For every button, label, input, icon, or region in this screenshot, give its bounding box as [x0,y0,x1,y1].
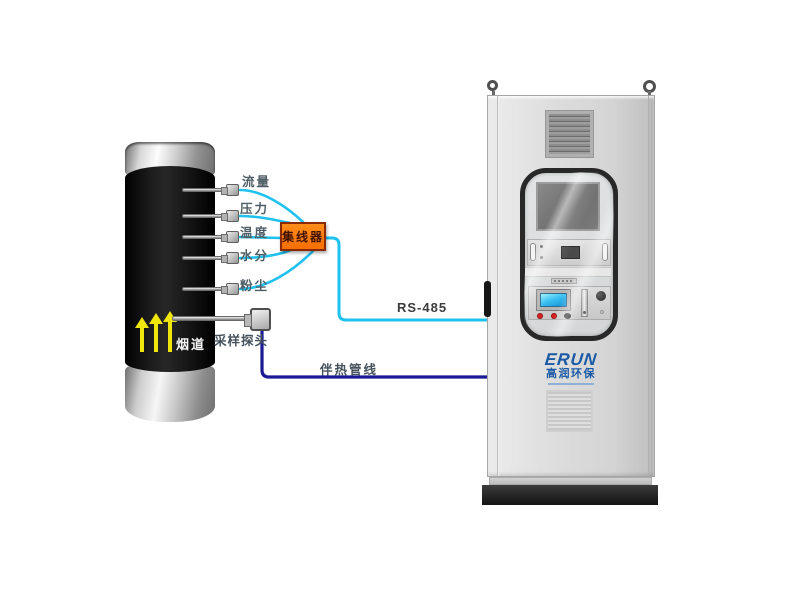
cabinet-door-seam [497,96,498,476]
rack-unit [527,239,611,266]
sampling-probe-rod [172,316,252,321]
sensor-rod [182,188,226,192]
rack-screw-icon [540,245,543,248]
sensor-connector-icon [221,231,239,243]
unit-label-strip [551,278,577,284]
sensor-dust [182,282,240,296]
instrument-panel [528,286,611,320]
rs485-label: RS-485 [397,300,448,315]
sensor-label-flow: 流量 [242,175,272,189]
cabinet-viewing-window [520,168,618,341]
duct-label: 烟道 [176,337,207,352]
sampling-probe-head [244,308,271,331]
control-knob-icon [596,291,606,301]
rack-display [561,246,580,259]
cabinet-plinth [482,485,658,505]
heat-trace-wire [260,329,490,379]
sensor-label-temperature: 温度 [240,226,270,240]
lifting-eye-left-icon [487,80,498,98]
rack-divider [525,267,611,277]
rotameter [581,289,588,317]
temp-sensor-wire [238,235,283,240]
analyzer-screen [536,182,600,231]
sensor-label-pressure: 压力 [240,202,270,216]
sensor-rod [182,235,226,239]
sensor-label-moisture: 水分 [240,249,270,263]
hub-box: 集线器 [280,222,326,251]
cabinet-door-handle [484,281,491,317]
lcd-screen [540,293,567,307]
sensor-rod [182,256,226,260]
sensor-connector-icon [221,210,239,222]
lifting-eye-right-icon [643,80,656,98]
cabinet-base-step [489,477,652,485]
red-led-icon [537,313,543,319]
small-knob-icon [564,313,571,319]
rack-screw-icon [540,256,543,259]
rs485-wire [324,236,490,322]
hub-label: 集线器 [282,230,325,244]
gas-flow-arrow-icon [135,317,149,352]
sensor-temperature [182,230,240,244]
sensor-connector-icon [221,283,239,295]
cabinet-bottom-vent [546,390,593,432]
rack-handle-right [602,243,608,261]
sensor-flow [182,183,240,197]
red-led-icon [551,313,557,319]
sensor-label-dust: 粉尘 [240,279,270,293]
brand-logo: ERUN 高润环保 [487,350,655,385]
logo-text-cn: 高润环保 [546,368,596,380]
cabinet-top-vent [546,111,593,157]
heat-trace-label: 伴热管线 [320,363,379,377]
flow-sensor-wire [238,188,305,224]
duct-bottom-cap [125,366,215,422]
logo-text-en: ERUN [543,350,599,369]
sensor-moisture [182,251,240,265]
sampling-probe-label: 采样探头 [214,334,269,348]
logo-subline [548,383,594,385]
lcd-module [536,289,571,311]
indicator-dot-icon [600,310,604,314]
sensor-connector-icon [221,252,239,264]
gas-flow-arrow-icon [149,313,163,352]
gas-flow-arrow-icon [163,311,177,352]
sensor-connector-icon [221,184,239,196]
sensor-pressure [182,209,240,223]
rack-handle-left [530,243,536,261]
sensor-rod [182,214,226,218]
cabinet-right-seam [648,96,649,476]
moisture-sensor-wire [238,248,293,260]
sensor-rod [182,287,226,291]
dust-sensor-wire [238,249,315,291]
